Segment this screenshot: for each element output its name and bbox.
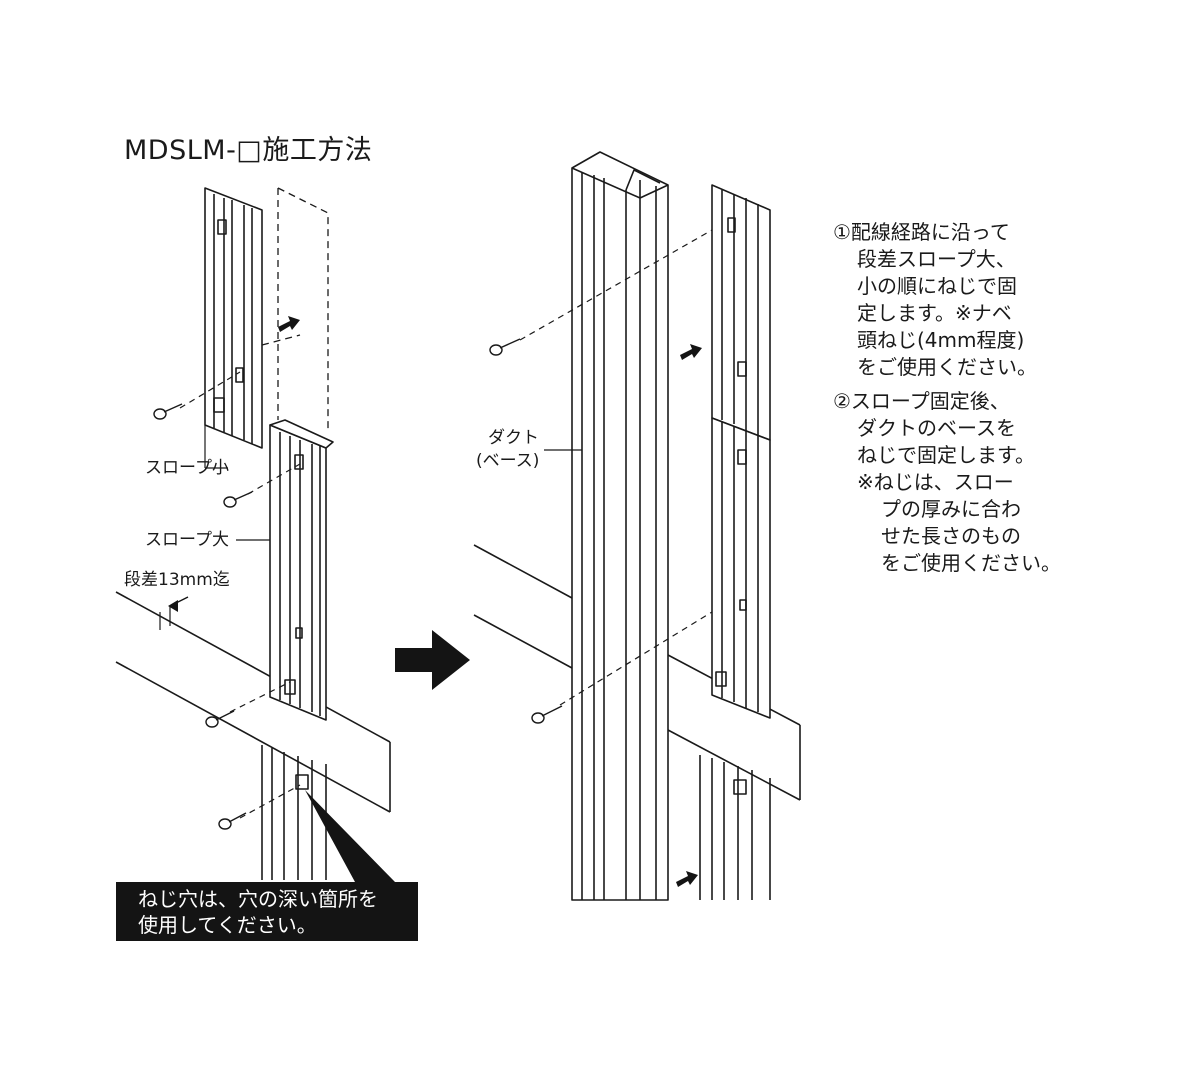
note-line: ねじ穴は、穴の深い箇所を: [138, 887, 378, 911]
beam-right: [473, 544, 801, 801]
label-duct: ダクト: [488, 428, 539, 448]
screw-icon: [531, 705, 563, 724]
screw-icon: [205, 710, 235, 728]
arrow-icon: [278, 316, 300, 332]
label-slope-large: スロープ大: [145, 530, 229, 550]
label-step-height: 段差13mm迄: [124, 570, 230, 590]
slope-large-piece: [269, 419, 334, 721]
note-pointer: [305, 790, 395, 882]
instruction-line: をご使用ください。: [881, 551, 1061, 575]
arrow-icon: [680, 344, 702, 360]
instruction-line: ダクトのベースを: [857, 416, 1016, 440]
instruction-line: 段差スロープ大、: [857, 247, 1016, 271]
screw-icon: [153, 403, 183, 420]
arrow-icon: [676, 871, 698, 887]
instruction-line: 頭ねじ(4mm程度): [857, 328, 1025, 352]
instruction-step-1: ①配線経路に沿って 段差スロープ大、 小の順にねじで固 定します。※ナベ 頭ねじ…: [833, 219, 1061, 381]
note-line: 使用してください。: [138, 913, 317, 937]
instruction-line: プの厚みに合わ: [881, 497, 1021, 521]
instruction-line: をご使用ください。: [857, 355, 1037, 379]
screws: [153, 338, 563, 830]
instruction-step-2: ②スロープ固定後、 ダクトのベースを ねじで固定します。 ※ねじは、スロー プの…: [833, 388, 1061, 577]
instruction-line: ①配線経路に沿って: [833, 220, 1010, 244]
screw-icon: [489, 338, 521, 356]
label-slope-small: スロープ小: [145, 458, 229, 478]
screw-hole-note: ねじ穴は、穴の深い箇所を 使用してください。: [116, 882, 418, 941]
instruction-line: ねじで固定します。: [857, 443, 1035, 467]
page-title: MDSLM-□施工方法: [124, 135, 373, 166]
instruction-line: 定します。※ナベ: [857, 301, 1012, 325]
screw-icon: [223, 491, 253, 508]
label-duct-base: (ベース): [476, 451, 540, 471]
arrows: [168, 316, 702, 887]
lower-duct-left: [261, 745, 327, 880]
instructions: ①配線経路に沿って 段差スロープ大、 小の順にねじで固 定します。※ナベ 頭ねじ…: [833, 219, 1061, 584]
instruction-line: ②スロープ固定後、: [833, 389, 1010, 413]
instruction-line: 小の順にねじで固: [857, 274, 1017, 298]
leaders-left: [204, 425, 270, 541]
duct-base: [571, 151, 669, 901]
beam-left: [115, 591, 391, 813]
screw-icon: [218, 812, 247, 830]
instruction-line: せた長さのもの: [881, 524, 1021, 548]
slope-small-piece: [204, 187, 263, 449]
placement-guide-dashed: [261, 187, 329, 432]
slope-pieces-right: [699, 184, 771, 900]
screw-guides-left: [179, 371, 301, 819]
screw-guides-right: [519, 229, 713, 706]
instruction-line: ※ねじは、スロー: [857, 470, 1014, 494]
big-arrow-icon: [395, 630, 470, 690]
